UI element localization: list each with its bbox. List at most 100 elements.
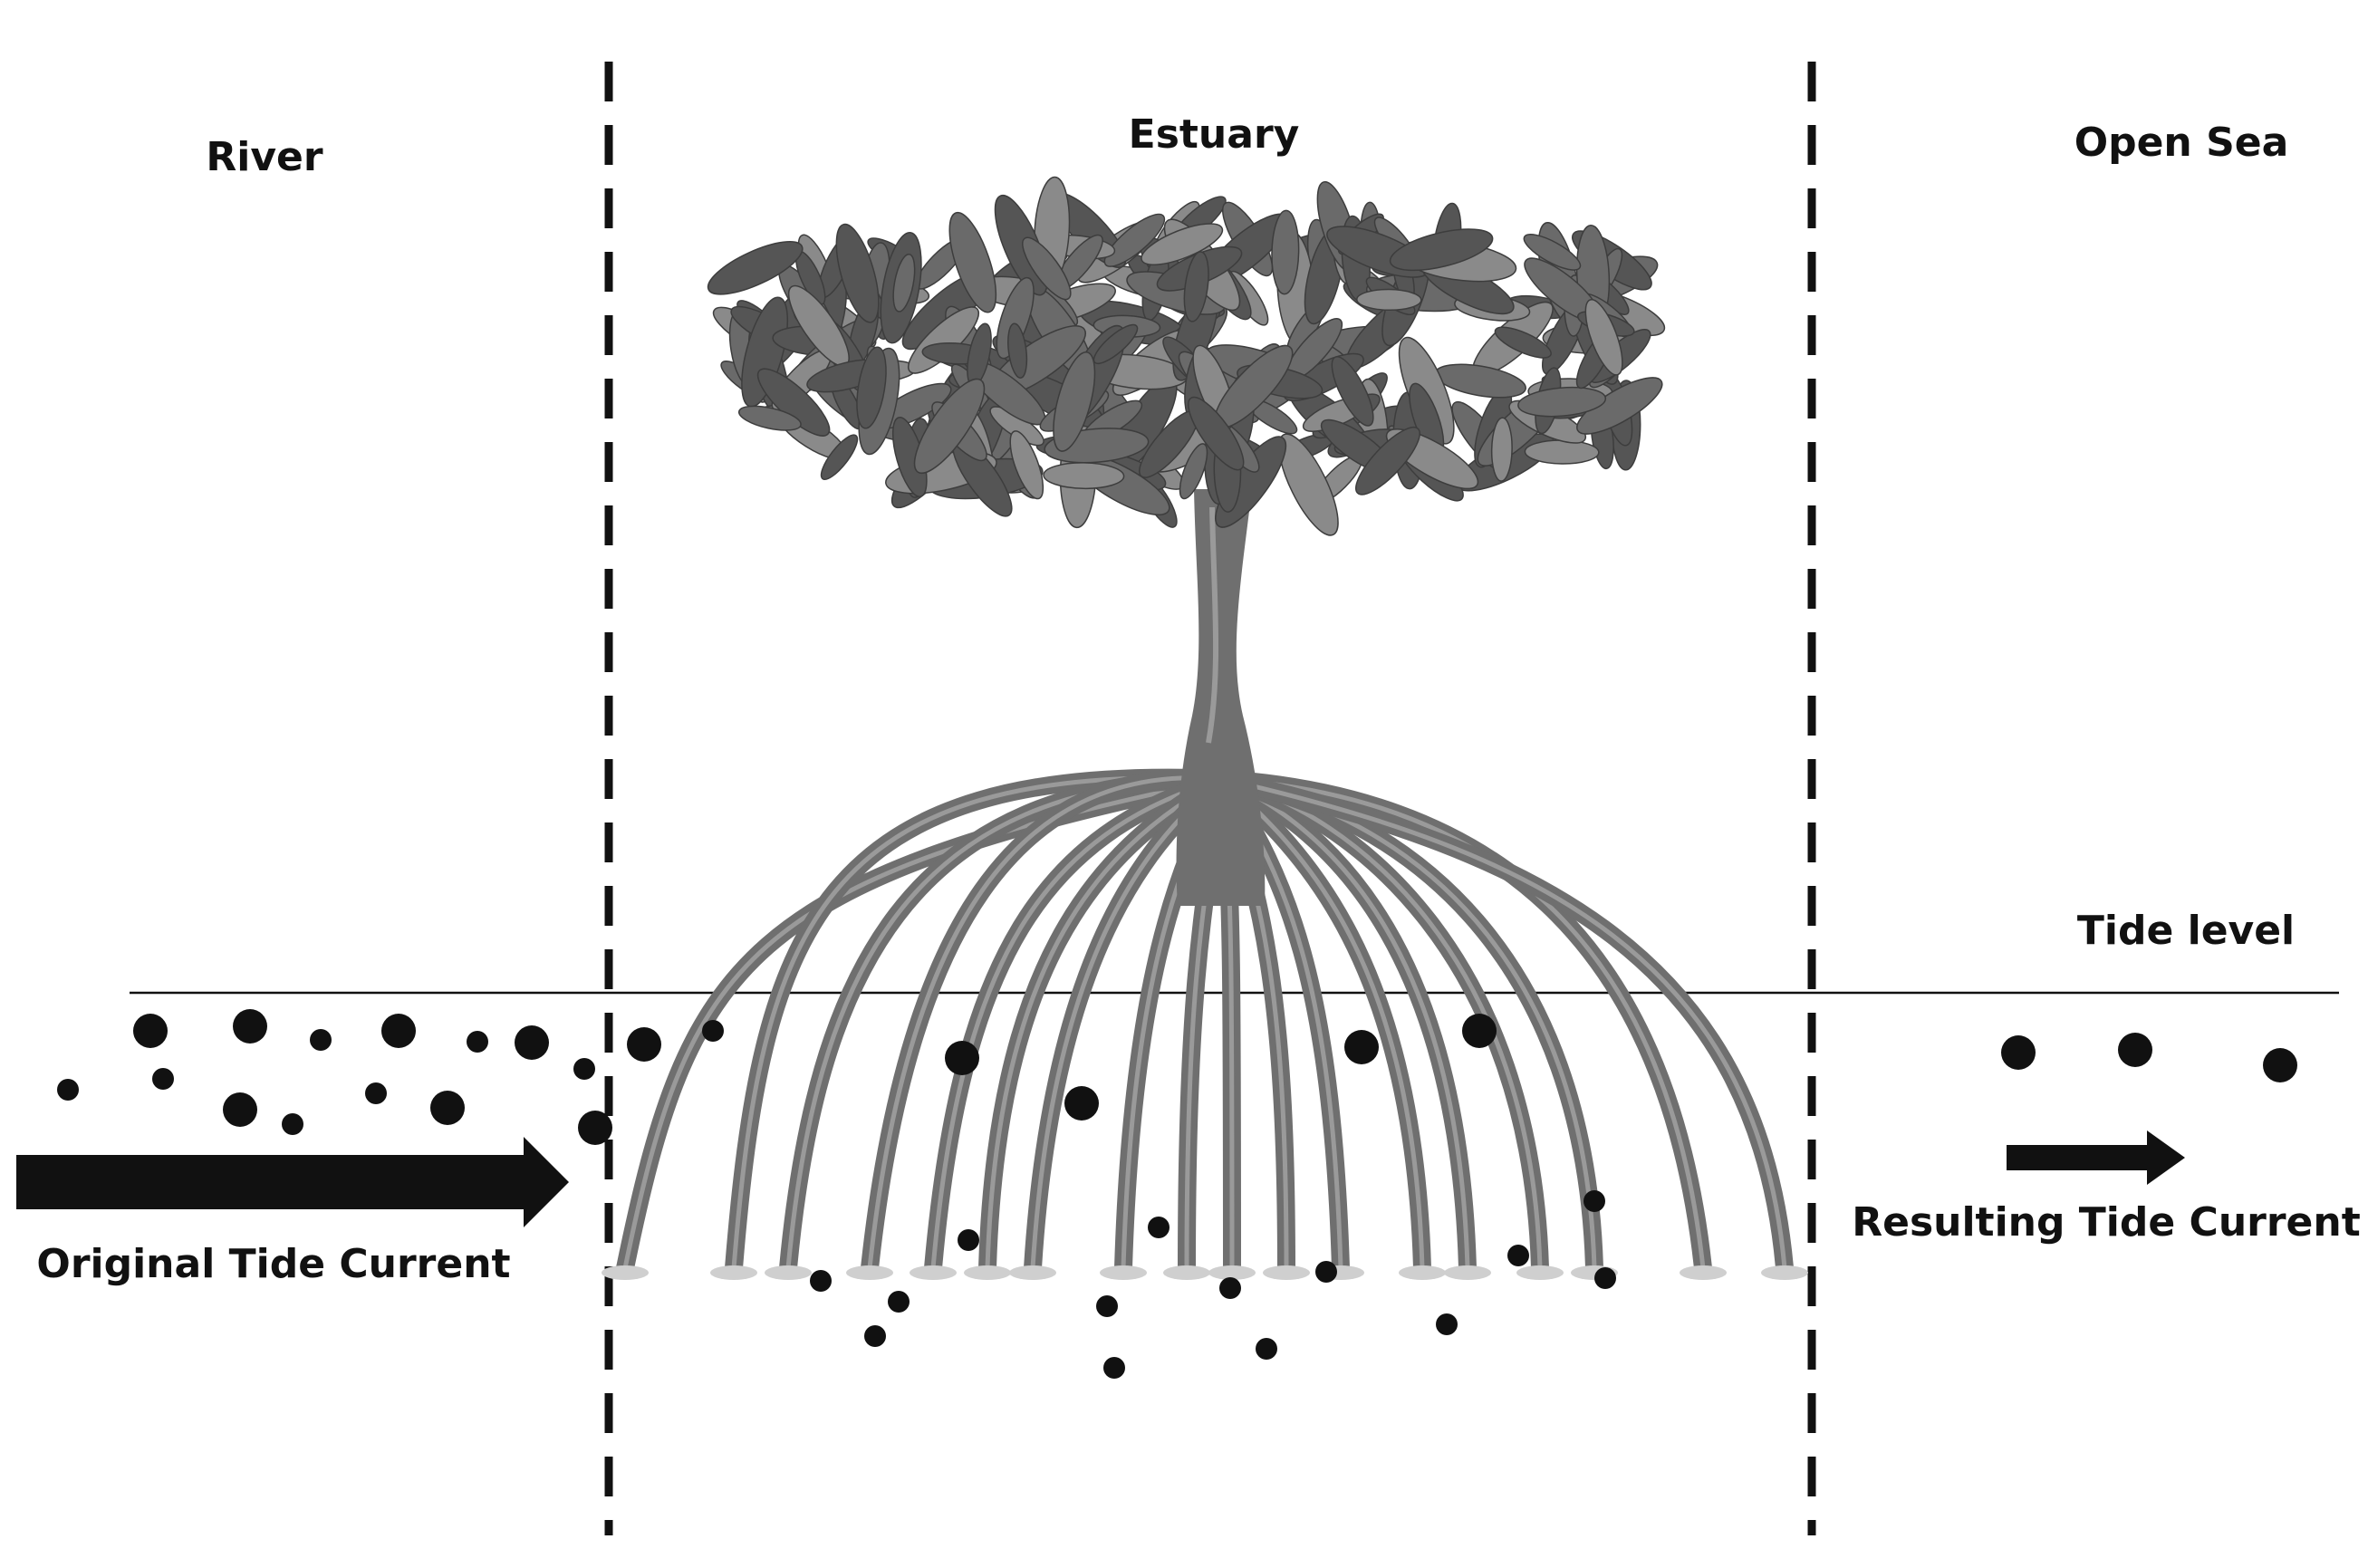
canopy-leaf <box>1007 322 1028 379</box>
root-base <box>1263 1265 1310 1280</box>
canopy-leaf <box>1584 299 1623 376</box>
sediment-particle <box>810 1270 832 1292</box>
sediment-particle <box>702 1020 724 1042</box>
sediment-particle <box>1315 1261 1337 1283</box>
sediment-particle <box>627 1027 661 1062</box>
sediment-particle <box>945 1041 979 1075</box>
sediment-particle <box>57 1079 79 1101</box>
canopy-leaf <box>1389 228 1494 272</box>
original-tide-current-label: Original Tide Current <box>36 1241 510 1287</box>
canopy-leaf <box>1356 288 1422 312</box>
trunk-highlight <box>1206 506 1219 744</box>
sediment-particle <box>1344 1030 1379 1064</box>
root-base <box>602 1265 649 1280</box>
resulting-tide-current-arrow <box>2007 1130 2185 1185</box>
sediment-particle <box>133 1014 168 1048</box>
canopy-leaf <box>1278 433 1339 536</box>
canopy-leaf <box>1179 443 1208 500</box>
sediment-particle <box>1219 1277 1241 1299</box>
root-base <box>910 1265 957 1280</box>
sediment-particle <box>1148 1217 1170 1238</box>
canopy-leaf <box>1183 251 1209 322</box>
sediment-particle <box>233 1009 267 1044</box>
sediment-particle <box>864 1325 886 1347</box>
root-base <box>765 1265 812 1280</box>
sediment-particle <box>578 1111 612 1145</box>
root-base <box>1163 1265 1210 1280</box>
mangrove-tree <box>602 176 1808 1280</box>
open-sea-label: Open Sea <box>2074 120 2289 166</box>
sediment-particle <box>1436 1313 1458 1335</box>
root-highlight <box>867 775 1226 1271</box>
canopy-leaf <box>1271 209 1300 295</box>
root-bases <box>602 1265 1808 1280</box>
sediment-particle <box>1583 1190 1605 1212</box>
sediment-particle <box>152 1068 174 1090</box>
canopy-leaf <box>1576 377 1663 435</box>
sediment-particle <box>467 1031 488 1053</box>
canopy-leaf <box>820 434 859 480</box>
root-base <box>1100 1265 1147 1280</box>
canopy-leaf <box>948 211 997 313</box>
canopy-leaf <box>892 253 916 313</box>
canopy-leaf <box>707 241 804 295</box>
sediment-particle <box>430 1091 465 1125</box>
canopy-leaf <box>996 276 1035 360</box>
root-base <box>1208 1265 1256 1280</box>
canopy-leaf <box>1331 356 1374 427</box>
canopy-leaf <box>1141 223 1224 265</box>
canopy-leaf <box>1524 439 1600 465</box>
sediment-particle <box>1256 1338 1277 1360</box>
sediment-particle <box>2263 1048 2297 1082</box>
tide-level-label: Tide level <box>2077 908 2295 954</box>
root-highlight <box>1220 776 1706 1271</box>
sediment-particle <box>2001 1035 2036 1070</box>
canopy-leaf <box>1043 462 1125 490</box>
canopy-leaf <box>1517 386 1607 418</box>
canopy-leaf <box>737 405 802 431</box>
canopy-leaf <box>856 346 887 429</box>
canopy-leaf <box>1009 430 1044 500</box>
original-tide-current-arrow <box>16 1137 569 1227</box>
canopy-leaf <box>1494 326 1552 359</box>
sediment-particle <box>958 1229 979 1251</box>
root-highlight <box>930 776 1226 1271</box>
root-base <box>1009 1265 1056 1280</box>
root-base <box>1399 1265 1446 1280</box>
root-base <box>964 1265 1011 1280</box>
sediment-particle <box>381 1014 416 1048</box>
sediment-particle <box>310 1029 332 1051</box>
sediment-particle <box>365 1082 387 1104</box>
tree-trunk <box>1176 489 1266 906</box>
canopy-leaf <box>1490 417 1513 482</box>
sediment-particle <box>1462 1014 1497 1048</box>
sediment-particle <box>1064 1086 1099 1121</box>
sediment-particle <box>1103 1357 1125 1379</box>
canopy-leaf <box>1022 236 1072 301</box>
sediment-particle <box>2118 1033 2152 1067</box>
canopy-leaf <box>913 378 986 475</box>
root-base <box>846 1265 893 1280</box>
canopy-leaf <box>1103 213 1166 267</box>
sediment-particle <box>223 1092 257 1127</box>
resulting-tide-current-label: Resulting Tide Current <box>1852 1199 2361 1246</box>
canopy-leaf <box>835 223 880 323</box>
canopy-leaf <box>1093 323 1139 365</box>
sediment-particles <box>57 1009 2297 1379</box>
canopy-leaf <box>1053 351 1096 452</box>
root-highlight <box>985 776 1226 1271</box>
river-label: River <box>206 134 322 180</box>
sediment-particle <box>1594 1267 1616 1289</box>
canopy-leaf <box>1355 426 1420 495</box>
root-highlight <box>1220 776 1470 1271</box>
root-base <box>710 1265 757 1280</box>
root-highlight <box>731 775 1226 1271</box>
root-highlight <box>1220 776 1787 1271</box>
root-base <box>1680 1265 1727 1280</box>
sediment-particle <box>282 1113 303 1135</box>
sediment-particle <box>1096 1295 1118 1317</box>
sediment-particle <box>515 1025 549 1060</box>
sediment-particle <box>573 1058 595 1080</box>
